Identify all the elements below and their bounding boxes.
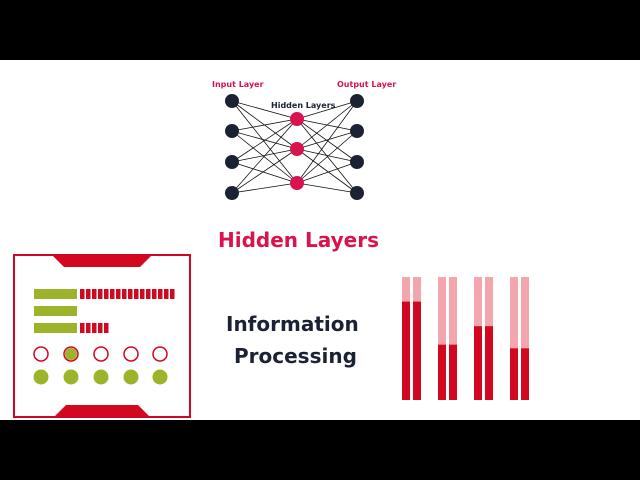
red-block (80, 289, 85, 299)
output-node (350, 155, 364, 169)
red-block (128, 289, 133, 299)
connection-line (231, 130, 298, 150)
outline-circle (93, 346, 109, 362)
output-node (350, 94, 364, 108)
connection-line (296, 118, 358, 194)
filled-circle (33, 369, 49, 385)
red-block (80, 323, 85, 333)
input-node (225, 155, 239, 169)
bar-track (510, 277, 518, 400)
outline-circle (123, 346, 139, 362)
connection-line (296, 100, 358, 120)
input-node (225, 124, 239, 138)
hidden-node (290, 112, 304, 126)
connection-line (231, 118, 298, 132)
red-block (98, 323, 103, 333)
filled-circle (63, 369, 79, 385)
connection-line (231, 118, 298, 194)
connection-line (231, 118, 298, 163)
connection-line (231, 100, 298, 120)
bar-track (438, 277, 446, 400)
connection-line (296, 148, 358, 163)
red-block (86, 289, 91, 299)
green-bar (34, 289, 77, 299)
panel-bottom-tab (54, 405, 150, 417)
red-block (92, 323, 97, 333)
bar-fill (438, 344, 446, 400)
bar-fill (474, 326, 482, 400)
bar-track (521, 277, 529, 400)
bar-fill (449, 344, 457, 400)
input-node (225, 186, 239, 200)
red-block (104, 323, 109, 333)
red-block (158, 289, 163, 299)
connection-line (296, 148, 358, 194)
red-block (92, 289, 97, 299)
output-node (350, 124, 364, 138)
neural-network-diagram (225, 94, 364, 200)
green-bar (34, 323, 77, 333)
red-block (122, 289, 127, 299)
bar-track (449, 277, 457, 400)
bar-fill (521, 348, 529, 400)
red-block (98, 289, 103, 299)
red-block (140, 289, 145, 299)
slide-title: Hidden Layers (218, 228, 379, 252)
hidden-layers-label: Hidden Layers (271, 101, 336, 110)
bar-fill (510, 348, 518, 400)
bar-fill (413, 301, 421, 400)
red-block (152, 289, 157, 299)
connection-line (231, 130, 298, 184)
connection-line (296, 130, 358, 184)
filled-circle (123, 369, 139, 385)
green-bar (34, 306, 77, 316)
input-layer-label: Input Layer (212, 80, 264, 89)
highlighted-circle-fill (65, 348, 77, 360)
red-block (104, 289, 109, 299)
red-block (110, 289, 115, 299)
hidden-node (290, 176, 304, 190)
connection-line (296, 118, 358, 163)
connection-lines (231, 100, 358, 194)
connection-line (296, 130, 358, 150)
output-node (350, 186, 364, 200)
connection-line (296, 100, 358, 184)
connection-line (231, 161, 298, 184)
red-block (86, 323, 91, 333)
filled-circle (152, 369, 168, 385)
red-block (116, 289, 121, 299)
connection-line (296, 161, 358, 184)
connection-line (296, 182, 358, 194)
info-processing-caption: Information Processing (226, 308, 359, 372)
connection-line (231, 100, 298, 184)
hidden-node (290, 142, 304, 156)
outline-circle (33, 346, 49, 362)
connection-line (231, 182, 298, 194)
connection-line (296, 100, 358, 150)
red-block (164, 289, 169, 299)
data-panel-illustration (13, 254, 191, 418)
bar-fill (485, 326, 493, 400)
caption-line-2: Processing (234, 344, 357, 368)
outline-circle (152, 346, 168, 362)
level-bars-illustration (402, 277, 529, 400)
red-block (170, 289, 175, 299)
red-block (146, 289, 151, 299)
slide-canvas: Input Layer Hidden Layers Output Layer H… (0, 60, 640, 420)
panel-top-tab (52, 255, 152, 267)
output-layer-label: Output Layer (337, 80, 397, 89)
bar-fill (402, 301, 410, 400)
caption-line-1: Information (226, 312, 359, 336)
filled-circle (93, 369, 109, 385)
red-block (134, 289, 139, 299)
input-node (225, 94, 239, 108)
connection-line (231, 148, 298, 194)
